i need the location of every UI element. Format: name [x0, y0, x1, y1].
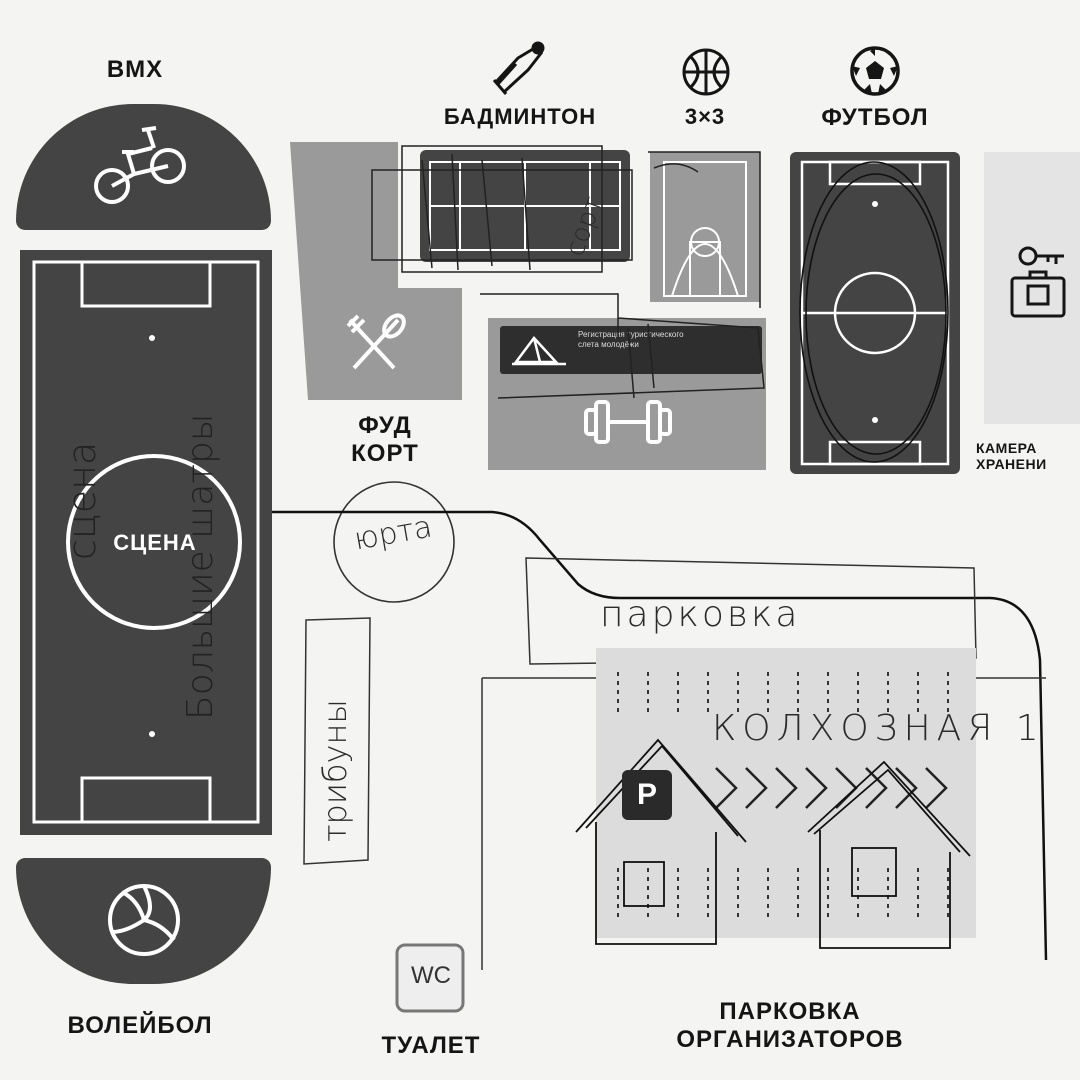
house-sketch-left	[575, 738, 747, 945]
soccer-ball-icon	[850, 46, 900, 96]
wc-sign-box	[395, 943, 465, 1013]
football-label: ФУТБОЛ	[821, 104, 929, 131]
bicycle-icon	[94, 126, 186, 204]
stage-label: СЦЕНА	[113, 530, 197, 555]
yurt-circle	[333, 481, 455, 603]
parking-note: парковка	[600, 594, 801, 635]
organizers-parking-label: ПАРКОВКА ОРГАНИЗАТОРОВ	[676, 998, 904, 1053]
stands-zone	[303, 617, 371, 865]
parking-sign: P	[622, 770, 672, 820]
street-note: КОЛХОЗНАЯ 1	[712, 708, 1045, 749]
house-sketch-right	[807, 760, 971, 949]
volleyball-label: ВОЛЕЙБОЛ	[67, 1012, 213, 1039]
storage-label: КАМЕРА ХРАНЕНИ	[976, 440, 1047, 473]
food-court-label: ФУД КОРТ	[351, 412, 419, 467]
football-sketch	[799, 161, 949, 463]
badminton-label: БАДМИНТОН	[443, 104, 597, 129]
registration-text: Регистрация туристического слета молодёж…	[578, 330, 684, 350]
parking-strip	[525, 557, 977, 665]
basketball-icon	[682, 48, 730, 96]
wc-icon: WC	[411, 962, 451, 989]
shuttlecock-icon	[492, 41, 545, 95]
stands-note: трибуны	[316, 699, 354, 842]
stage-circle	[66, 454, 242, 630]
basketball-court-markings	[663, 161, 747, 297]
bmx-label: BMX	[106, 56, 164, 83]
dumbbell-icon	[584, 400, 672, 444]
tent-icon	[512, 336, 566, 366]
badminton-sketch	[371, 145, 633, 273]
parking-slots	[617, 672, 949, 920]
main-field-markings	[32, 260, 260, 824]
fork-spoon-icon	[346, 313, 406, 370]
key-luggage-icon	[1010, 246, 1066, 318]
food-court-zone	[290, 142, 462, 400]
toilet-label: ТУАЛЕТ	[381, 1032, 481, 1059]
volleyball-icon	[108, 884, 180, 956]
three-x-three-label: 3×3	[684, 104, 726, 129]
basketball-sketch	[480, 151, 765, 399]
